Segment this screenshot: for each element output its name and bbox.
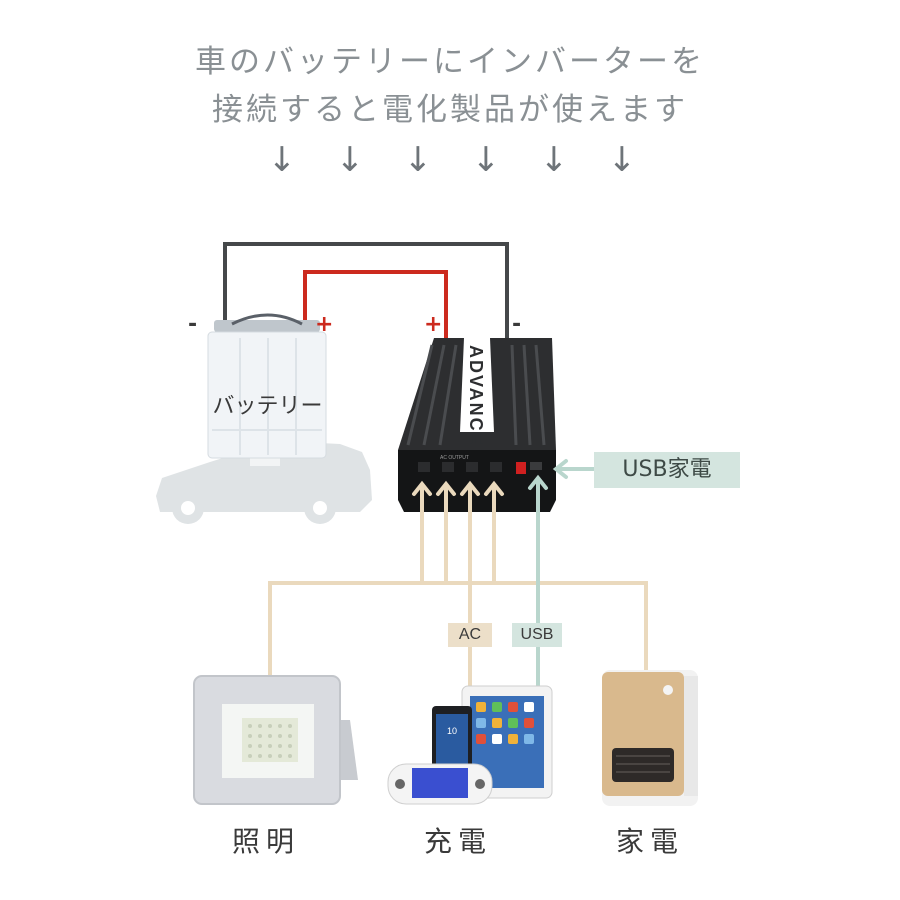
usb-tag: USB: [512, 623, 562, 647]
tablet: [461, 685, 553, 799]
battery-label: バッテリー: [212, 394, 323, 419]
usb-appliance-tag: USB家電: [594, 452, 740, 488]
car-silhouette: [156, 442, 372, 524]
inverter-brand: ADVANCE: [466, 345, 486, 447]
ac-arrowheads: [412, 480, 504, 496]
caption-lighting: 照明: [231, 825, 300, 858]
heater: [602, 670, 698, 806]
inverter-plus-sign: +: [424, 312, 443, 337]
inverter-panel-text: AC OUTPUT: [440, 455, 469, 461]
headline-line-1: 車のバッテリーにインバーターを: [195, 44, 705, 80]
smartphone: [432, 706, 472, 782]
negative-wire: [223, 242, 509, 338]
down-arrow-icon: ↓: [607, 140, 637, 180]
floodlight: [193, 675, 358, 805]
usb-lines: [528, 459, 594, 690]
battery-minus-sign: -: [188, 312, 198, 337]
down-arrow-icon: ↓: [539, 140, 569, 180]
battery-plus-sign: +: [315, 312, 334, 337]
down-arrow-icon: ↓: [267, 140, 297, 180]
inverter-minus-sign: -: [512, 312, 522, 337]
game-console: [387, 763, 493, 805]
down-arrows: ↓ ↓ ↓ ↓ ↓ ↓: [252, 140, 652, 180]
caption-appliance: 家電: [615, 825, 684, 858]
phone-clock: 10: [447, 726, 457, 736]
down-arrow-icon: ↓: [471, 140, 501, 180]
caption-charging: 充電: [423, 825, 492, 858]
positive-wire: [303, 270, 448, 338]
down-arrow-icon: ↓: [335, 140, 365, 180]
down-arrow-icon: ↓: [403, 140, 433, 180]
inverter: [398, 338, 556, 512]
headline-line-2: 接続すると電化製品が使えます: [212, 92, 688, 128]
battery: [207, 313, 327, 459]
ac-tag: AC: [448, 623, 492, 647]
